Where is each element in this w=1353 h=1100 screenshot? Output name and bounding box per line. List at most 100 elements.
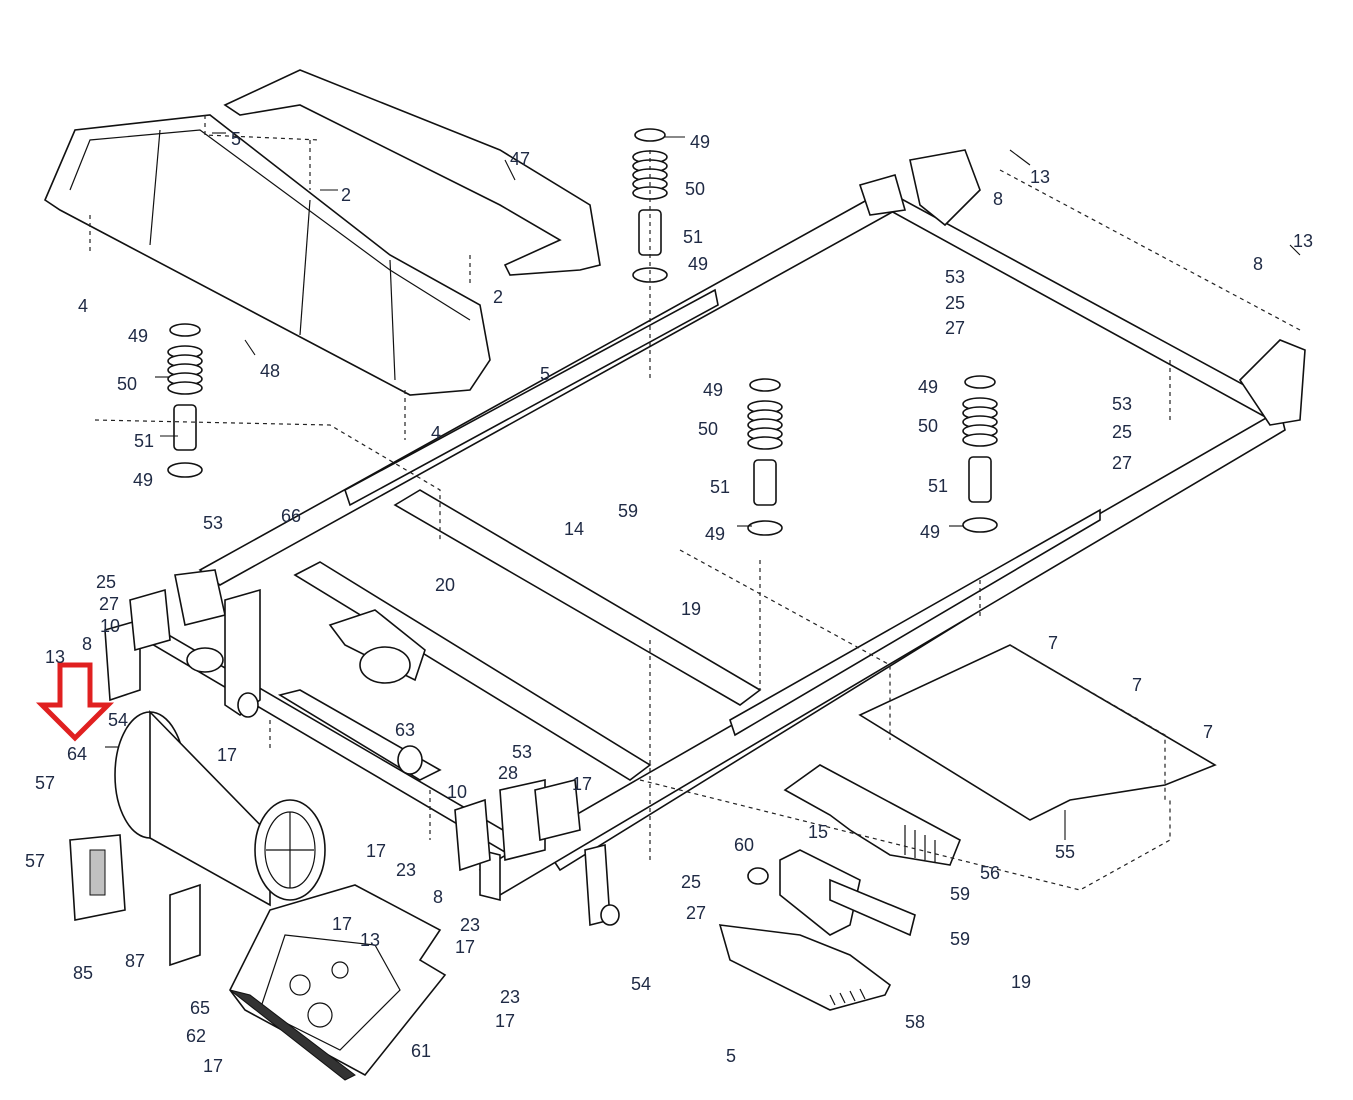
part-label-50: 50 (918, 416, 938, 436)
part-label-5: 5 (231, 129, 241, 149)
part-label-17: 17 (455, 937, 475, 957)
controller-85 (69, 834, 126, 921)
part-label-49: 49 (133, 470, 153, 490)
highlight-arrow (35, 662, 115, 742)
part-label-25: 25 (96, 572, 116, 592)
part-label-63: 63 (395, 720, 415, 740)
part-label-53: 53 (1112, 394, 1132, 414)
part-label-59: 59 (618, 501, 638, 521)
motor-60 (747, 849, 916, 937)
part-label-87: 87 (125, 951, 145, 971)
part-label-49: 49 (920, 522, 940, 542)
part-label-27: 27 (1112, 453, 1132, 473)
part-label-48: 48 (260, 361, 280, 381)
part-label-27: 27 (686, 903, 706, 923)
part-label-17: 17 (217, 745, 237, 765)
part-label-8: 8 (82, 634, 92, 654)
part-label-20: 20 (435, 575, 455, 595)
part-label-51: 51 (683, 227, 703, 247)
washer-49 (634, 128, 666, 142)
part-label-60: 60 (734, 835, 754, 855)
part-label-49: 49 (705, 524, 725, 544)
motor-hood-48 (44, 114, 491, 396)
part-label-25: 25 (681, 872, 701, 892)
part-label-49: 49 (128, 326, 148, 346)
part-label-23: 23 (396, 860, 416, 880)
part-label-13: 13 (1030, 167, 1050, 187)
deck-55 (858, 644, 1217, 821)
isolator-assembly (962, 375, 998, 533)
washer-49 (169, 323, 201, 337)
part-label-13: 13 (360, 930, 380, 950)
part-label-2: 2 (341, 185, 351, 205)
part-label-7: 7 (1203, 722, 1213, 742)
part-label-17: 17 (572, 774, 592, 794)
motor-cover-56 (783, 764, 962, 866)
part-label-51: 51 (710, 477, 730, 497)
part-label-17: 17 (332, 914, 352, 934)
part-label-57: 57 (35, 773, 55, 793)
part-label-53: 53 (203, 513, 223, 533)
part-label-23: 23 (500, 987, 520, 1007)
isolator-assembly (747, 378, 783, 536)
part-label-10: 10 (447, 782, 467, 802)
part-label-58: 58 (905, 1012, 925, 1032)
part-label-8: 8 (993, 189, 1003, 209)
board-61 (229, 884, 447, 1081)
assembly-lines (89, 115, 1301, 891)
part-label-57: 57 (25, 851, 45, 871)
part-label-53: 53 (945, 267, 965, 287)
part-label-50: 50 (698, 419, 718, 439)
part-label-17: 17 (495, 1011, 515, 1031)
part-label-27: 27 (945, 318, 965, 338)
washer-49 (964, 375, 996, 389)
part-label-66: 66 (281, 506, 301, 526)
part-label-13: 13 (45, 647, 65, 667)
part-label-5: 5 (726, 1046, 736, 1066)
part-label-10: 10 (100, 616, 120, 636)
isolator-assembly (632, 128, 668, 283)
part-label-7: 7 (1132, 675, 1142, 695)
part-label-17: 17 (366, 841, 386, 861)
part-label-2: 2 (493, 287, 503, 307)
part-label-51: 51 (928, 476, 948, 496)
part-label-59: 59 (950, 929, 970, 949)
part-label-54: 54 (631, 974, 651, 994)
part-label-55: 55 (1055, 842, 1075, 862)
isolator-springs (167, 128, 998, 536)
part-label-50: 50 (117, 374, 137, 394)
part-label-25: 25 (945, 293, 965, 313)
part-label-50: 50 (685, 179, 705, 199)
part-label-13: 13 (1293, 231, 1313, 251)
part-label-49: 49 (688, 254, 708, 274)
part-label-15: 15 (808, 822, 828, 842)
part-label-8: 8 (1253, 254, 1263, 274)
washer-49 (749, 378, 781, 392)
part-label-62: 62 (186, 1026, 206, 1046)
part-label-19: 19 (681, 599, 701, 619)
part-label-7: 7 (1048, 633, 1058, 653)
roller-64 (114, 710, 326, 907)
part-label-23: 23 (460, 915, 480, 935)
part-label-61: 61 (411, 1041, 431, 1061)
part-label-53: 53 (512, 742, 532, 762)
hood-47 (223, 69, 601, 276)
part-label-19: 19 (1011, 972, 1031, 992)
leader-lines (105, 132, 1301, 840)
part-label-64: 64 (67, 744, 87, 764)
board-87 (169, 883, 201, 967)
part-label-51: 51 (134, 431, 154, 451)
part-label-28: 28 (498, 763, 518, 783)
part-label-49: 49 (690, 132, 710, 152)
part-label-14: 14 (564, 519, 584, 539)
part-label-4: 4 (78, 296, 88, 316)
part-label-85: 85 (73, 963, 93, 983)
part-label-5: 5 (540, 364, 550, 384)
isolator-assembly (167, 323, 203, 478)
part-label-4: 4 (431, 423, 441, 443)
idler-63 (277, 609, 442, 781)
part-label-47: 47 (510, 149, 530, 169)
part-label-49: 49 (703, 380, 723, 400)
